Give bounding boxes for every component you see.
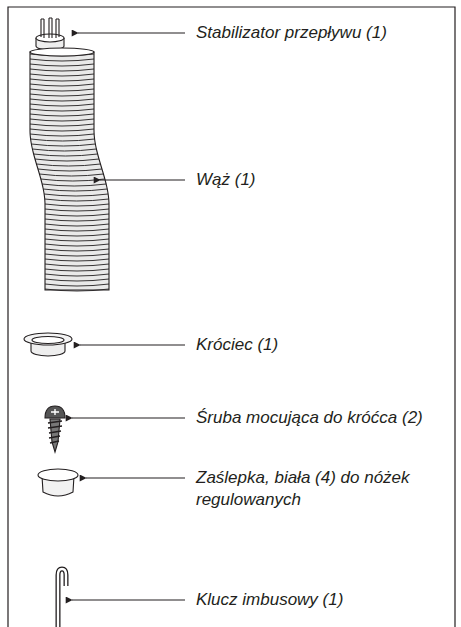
hose-rib (44, 194, 108, 196)
part-name: Króciec (1) (196, 334, 278, 356)
hose-rib (32, 149, 96, 151)
hose-rib (30, 84, 94, 86)
hose-rib (30, 94, 94, 96)
hose-rib (45, 219, 109, 221)
part-label: Stabilizator przepływu (1) (196, 22, 387, 44)
part-name: Zaślepka, biała (4) do nóżek regulowanyc… (196, 467, 434, 511)
part-name: Śruba mocująca do króćca (2) (196, 407, 423, 429)
hose-rib (45, 209, 109, 211)
part-name: Wąż (1) (196, 169, 256, 191)
hose-rib (30, 99, 94, 101)
screw (45, 406, 65, 452)
connector-piece (24, 333, 72, 356)
part-label: Zaślepka, biała (4) do nóżek regulowanyc… (196, 467, 434, 511)
hose-rib (35, 159, 99, 161)
hose-rib (45, 259, 109, 261)
hose-rib (30, 79, 94, 81)
hose-rib (30, 89, 94, 91)
hose-end (30, 48, 94, 56)
hose-rib (45, 274, 109, 276)
hose-rib (30, 74, 94, 76)
hose-rib (45, 279, 109, 281)
hose-rib (45, 289, 109, 291)
hose-rib (39, 174, 103, 176)
hose-rib (45, 284, 109, 286)
part-label: Śruba mocująca do króćca (2) (196, 407, 423, 429)
part-name: Stabilizator przepływu (1) (196, 22, 387, 44)
hose-rib (45, 199, 109, 201)
part-label: Króciec (1) (196, 334, 278, 356)
hose (30, 48, 109, 291)
hose-rib (42, 184, 106, 186)
leader-arrows (72, 33, 185, 600)
hose-rib (30, 109, 94, 111)
part-label: Klucz imbusowy (1) (196, 589, 343, 611)
hose-rib (30, 59, 94, 61)
hose-rib (30, 104, 94, 106)
part-label: Wąż (1) (196, 169, 256, 191)
hose-rib (30, 119, 94, 121)
hose-rib (45, 249, 109, 251)
hose-rib (31, 144, 95, 146)
hose-rib (45, 254, 109, 256)
hose-rib (45, 239, 109, 241)
cap-white (38, 469, 78, 496)
hose-outline (30, 52, 109, 290)
allen-key (58, 569, 66, 627)
hose-rib (45, 224, 109, 226)
hose-rib (36, 164, 100, 166)
hose-rib (34, 154, 98, 156)
hose-rib (45, 229, 109, 231)
hose-rib (30, 129, 94, 131)
hose-rib (41, 179, 105, 181)
hose-rib (45, 269, 109, 271)
flow-stabilizer (36, 18, 64, 50)
hose-rib (30, 124, 94, 126)
hose-rib (31, 139, 95, 141)
hose-rib (45, 244, 109, 246)
hose-rib (45, 234, 109, 236)
hose-rib (43, 189, 107, 191)
hose-rib (45, 214, 109, 216)
frame (8, 7, 455, 627)
part-name: Klucz imbusowy (1) (196, 589, 343, 611)
hose-rib (38, 169, 102, 171)
hose-rib (30, 114, 94, 116)
hose-rib (45, 204, 109, 206)
hose-rib (30, 134, 94, 136)
hose-rib (30, 69, 94, 71)
hose-rib (45, 264, 109, 266)
hose-rib (30, 64, 94, 66)
